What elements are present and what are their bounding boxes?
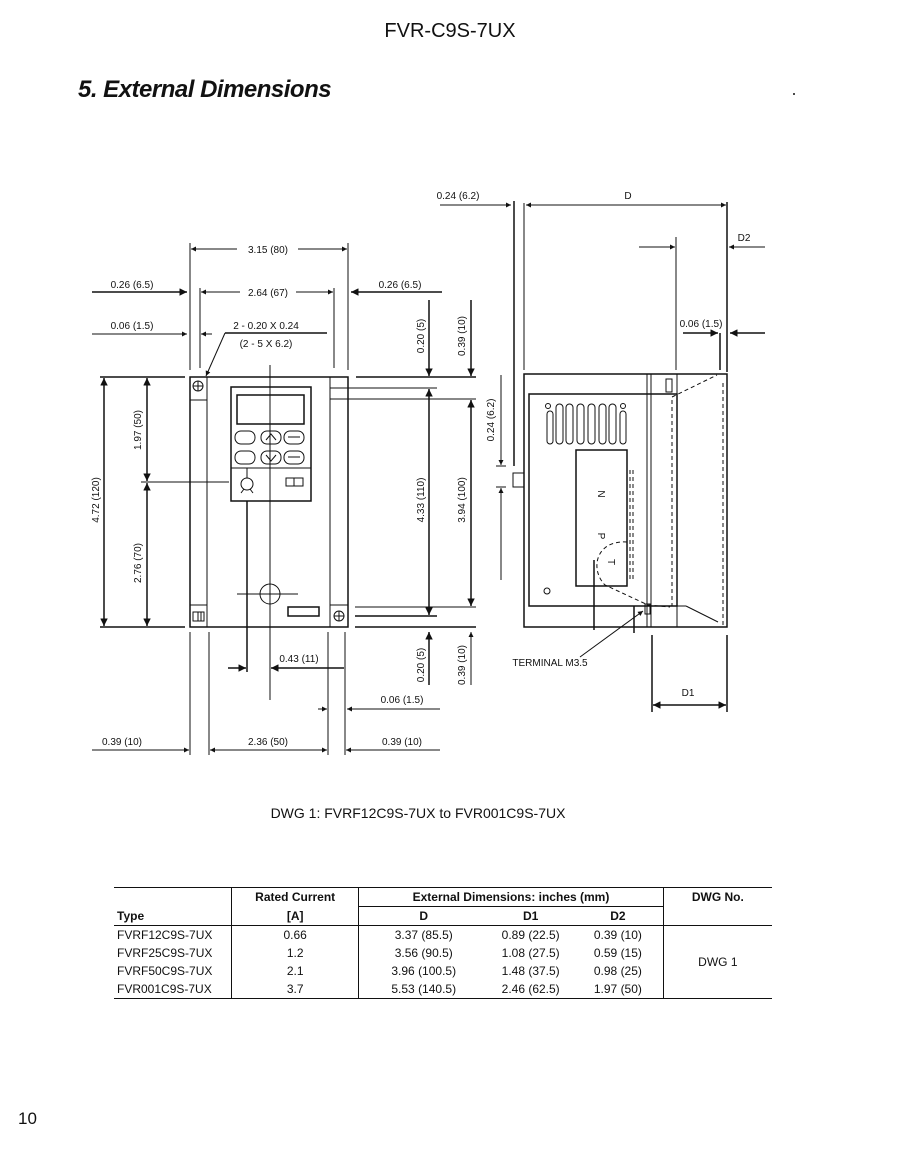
dim-height-total: 4.72 (120) xyxy=(91,477,102,523)
page-number: 10 xyxy=(18,1109,37,1128)
terminal-mark-p: P xyxy=(595,533,606,540)
dim-height-mount: 4.33 (110) xyxy=(416,478,427,523)
header-d1: D1 xyxy=(488,906,574,926)
header-type: Type xyxy=(114,906,232,926)
cell-d2: 0.59 (15) xyxy=(593,946,642,960)
stray-dot xyxy=(793,93,795,95)
document-title: FVR-C9S-7UX xyxy=(384,20,516,42)
cell-d1: 1.08 (27.5) xyxy=(501,946,560,960)
terminal-mark-t: T xyxy=(605,559,616,565)
dim-bottom-small: 0.20 (5) xyxy=(416,648,427,682)
header-rated-current: Rated Current xyxy=(231,887,359,907)
cell-type: FVRF50C9S-7UX xyxy=(117,964,213,978)
dim-left-offset: 0.06 (1.5) xyxy=(111,321,154,332)
cell-d1: 1.48 (37.5) xyxy=(501,964,560,978)
section-heading: 5. External Dimensions xyxy=(78,76,332,103)
cell-current: 3.7 xyxy=(231,980,359,999)
table-row: FVRF50C9S-7UX 2.1 3.96 (100.5) 1.48 (37.… xyxy=(114,962,772,980)
dim-top-small: 0.20 (5) xyxy=(416,319,427,353)
cell-d2: 0.39 (10) xyxy=(593,928,642,942)
vent-slots xyxy=(545,403,627,445)
front-dimensions xyxy=(92,243,476,755)
cell-d2: 1.97 (50) xyxy=(573,980,664,999)
dim-left-margin: 0.26 (6.5) xyxy=(111,280,154,291)
dim-bottom-right: 0.39 (10) xyxy=(382,737,422,748)
cell-current: 1.2 xyxy=(231,944,359,962)
header-external-dimensions: External Dimensions: inches (mm) xyxy=(358,887,664,907)
dim-bottom-width: 2.36 (50) xyxy=(248,737,288,748)
dimensions-table: Rated Current External Dimensions: inche… xyxy=(114,887,772,999)
dim-width-mount: 2.64 (67) xyxy=(248,288,288,299)
table-row: FVR001C9S-7UX 3.7 5.53 (140.5) 2.46 (62.… xyxy=(114,980,772,999)
cell-d1: 2.46 (62.5) xyxy=(488,980,574,999)
side-view xyxy=(512,373,728,633)
cell-d: 5.53 (140.5) xyxy=(358,980,489,999)
dim-bottom-offset: 0.06 (1.5) xyxy=(381,695,424,706)
header-rated-unit: [A] xyxy=(231,906,359,926)
table-row: FVRF25C9S-7UX 1.2 3.56 (90.5) 1.08 (27.5… xyxy=(114,944,772,962)
drawing-caption: DWG 1: FVRF12C9S-7UX to FVR001C9S-7UX xyxy=(270,805,566,821)
cell-d2: 0.98 (25) xyxy=(593,964,642,978)
header-d2: D2 xyxy=(573,906,664,926)
dim-width-total: 3.15 (80) xyxy=(248,245,288,256)
terminal-mark-n: N xyxy=(595,490,606,497)
header-dwg: DWG No. xyxy=(662,887,772,907)
dim-d2: D2 xyxy=(738,233,751,244)
keypad-panel xyxy=(230,386,312,502)
cell-current: 2.1 xyxy=(231,962,359,980)
cell-d: 3.96 (100.5) xyxy=(358,962,489,980)
dim-hole-spec-mm: (2 - 5 X 6.2) xyxy=(240,339,293,350)
cell-type: FVRF12C9S-7UX xyxy=(117,928,213,942)
terminal-label: TERMINAL M3.5 xyxy=(512,658,588,669)
cell-d: 3.56 (90.5) xyxy=(358,944,489,962)
dim-tab-height: 0.24 (6.2) xyxy=(486,399,497,442)
cell-type: FVRF25C9S-7UX xyxy=(117,946,213,960)
dim-offset-center: 0.43 (11) xyxy=(279,654,318,665)
dim-tab-offset: 0.24 (6.2) xyxy=(437,191,480,202)
side-dimensions xyxy=(440,201,765,712)
cell-type: FVR001C9S-7UX xyxy=(114,980,232,999)
dim-right-margin: 0.26 (6.5) xyxy=(379,280,422,291)
dim-depth: D xyxy=(624,191,631,202)
dim-height-upper: 1.97 (50) xyxy=(133,410,144,450)
dim-top-large: 0.39 (10) xyxy=(457,316,468,356)
header-d: D xyxy=(358,906,489,926)
dim-bottom-large: 0.39 (10) xyxy=(457,645,468,685)
cell-current: 0.66 xyxy=(231,925,359,944)
dim-d1: D1 xyxy=(682,688,695,699)
front-view xyxy=(189,365,349,700)
cell-d1: 0.89 (22.5) xyxy=(501,928,560,942)
dim-bottom-left: 0.39 (10) xyxy=(102,737,142,748)
dim-right-offset: 0.06 (1.5) xyxy=(680,319,723,330)
dim-hole-spec: 2 - 0.20 X 0.24 xyxy=(233,321,299,332)
table-row: FVRF12C9S-7UX 0.66 3.37 (85.5) 0.89 (22.… xyxy=(114,925,772,999)
dim-height-inner: 3.94 (100) xyxy=(457,477,468,523)
cell-d: 3.37 (85.5) xyxy=(358,925,489,944)
cell-dwg: DWG 1 xyxy=(662,925,772,999)
dimension-drawing: 3.15 (80) 2.64 (67) 0.26 (6.5) 0.26 (6.5… xyxy=(91,93,795,755)
dim-height-lower: 2.76 (70) xyxy=(133,543,144,583)
